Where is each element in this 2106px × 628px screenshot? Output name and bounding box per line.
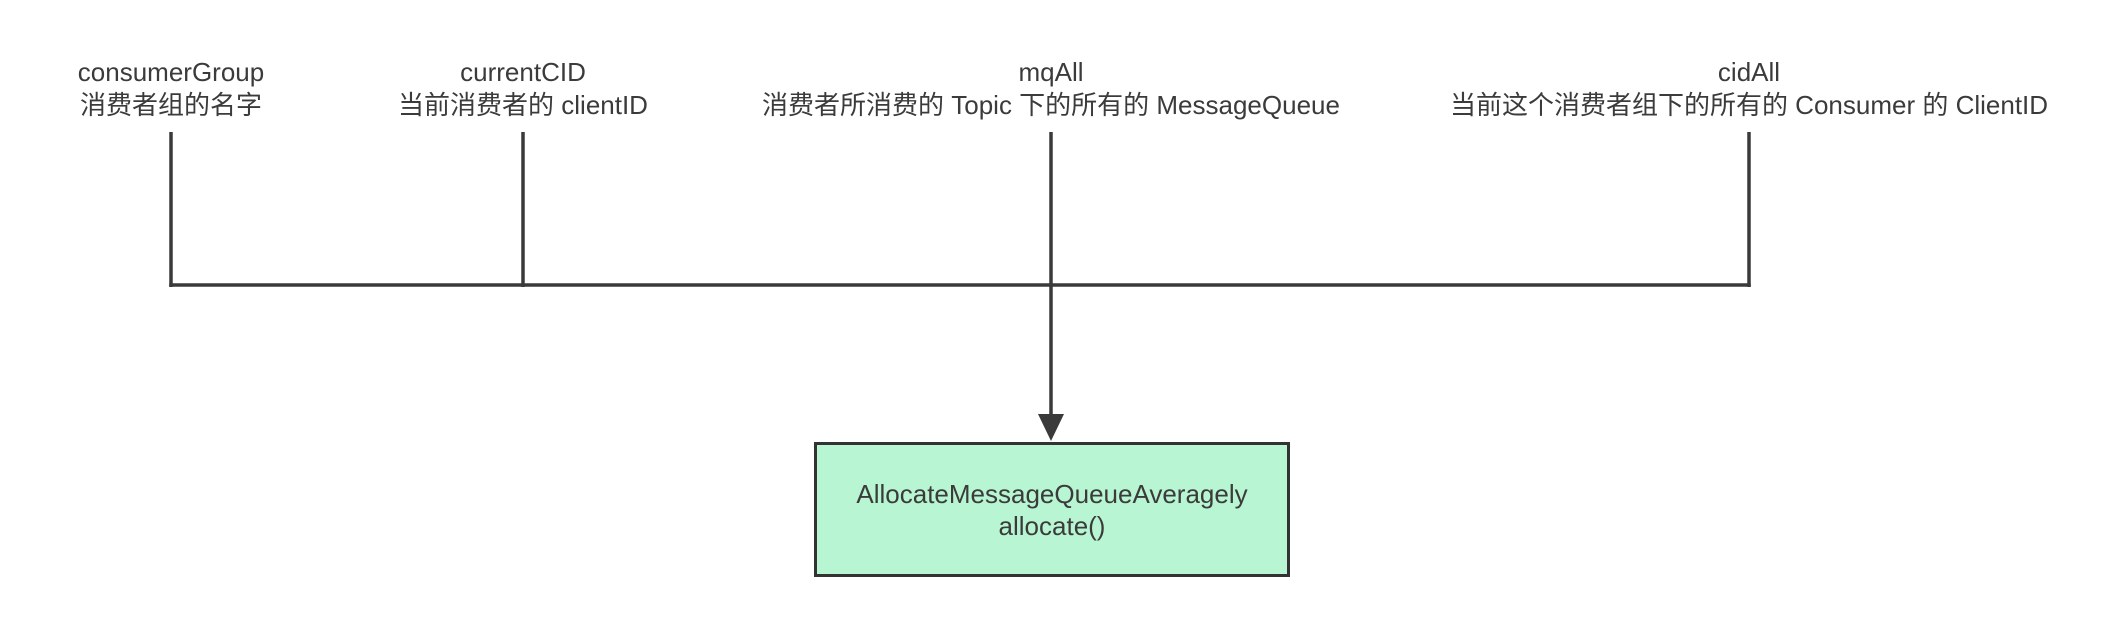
param-desc: 消费者组的名字 bbox=[79, 90, 263, 120]
param-name: mqAll bbox=[1018, 57, 1084, 87]
param-label-cidall: cidAll 当前这个消费者组下的所有的 Consumer 的 ClientID bbox=[1450, 56, 2048, 122]
param-name: currentCID bbox=[460, 57, 586, 87]
param-label-mqall: mqAll 消费者所消费的 Topic 下的所有的 MessageQueue bbox=[762, 56, 1340, 122]
param-label-currentcid: currentCID 当前消费者的 clientID bbox=[398, 56, 648, 122]
allocate-class-name: AllocateMessageQueueAveragely bbox=[856, 478, 1248, 509]
allocate-method: allocate() bbox=[998, 510, 1106, 541]
param-desc: 消费者所消费的 Topic 下的所有的 MessageQueue bbox=[762, 90, 1340, 120]
param-name: cidAll bbox=[1717, 57, 1781, 87]
param-label-consumergroup: consumerGroup 消费者组的名字 bbox=[78, 56, 264, 122]
param-name: consumerGroup bbox=[77, 57, 265, 87]
arrowhead-icon bbox=[1038, 414, 1064, 441]
param-desc: 当前消费者的 clientID bbox=[398, 90, 648, 120]
allocate-strategy-box: AllocateMessageQueueAveragely allocate() bbox=[814, 442, 1290, 577]
param-desc: 当前这个消费者组下的所有的 Consumer 的 ClientID bbox=[1449, 90, 2049, 120]
